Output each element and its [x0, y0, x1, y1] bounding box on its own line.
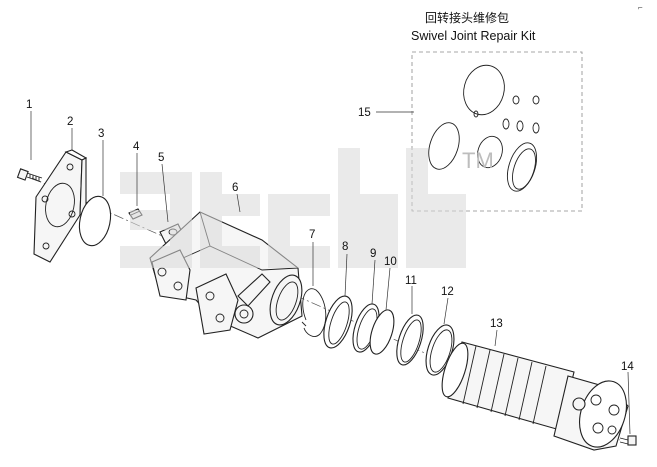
kit-title-chinese: 回转接头维修包 [425, 10, 509, 25]
kit-oring-large [463, 64, 505, 116]
kit-seal-outer [506, 142, 538, 192]
callout-6: 6 [232, 182, 238, 194]
corner-mark: ⌐ [638, 3, 643, 12]
part-gasket [78, 195, 112, 247]
repair-kit-box [411, 51, 583, 212]
callout-5: 5 [158, 152, 164, 164]
callout-9: 9 [370, 248, 376, 260]
callout-14: 14 [621, 361, 634, 373]
kit-oring-medium [428, 122, 460, 170]
part-end-bolt [619, 435, 637, 446]
part-cover-plate [33, 149, 88, 263]
kit-seal-inner [512, 148, 536, 190]
part-ring-8 [323, 295, 353, 349]
callout-numbers: 1 2 3 4 5 6 7 8 9 10 11 12 13 14 15 [26, 99, 634, 373]
callout-13: 13 [490, 318, 503, 330]
part-snap-ring [301, 288, 327, 337]
callout-7: 7 [309, 229, 315, 241]
callout-10: 10 [384, 256, 397, 268]
callout-2: 2 [67, 116, 73, 128]
callout-1: 1 [26, 99, 32, 111]
kit-oring-small [477, 135, 503, 169]
part-rotor-shaft [441, 341, 629, 451]
kit-title-english: Swivel Joint Repair Kit [411, 29, 536, 43]
callout-11: 11 [405, 275, 417, 287]
callout-4: 4 [133, 141, 140, 153]
callout-3: 3 [98, 128, 104, 140]
kit-small-ring [516, 120, 524, 132]
kit-small-ring [532, 122, 540, 134]
callout-12: 12 [441, 286, 454, 298]
callout-8: 8 [342, 241, 348, 253]
kit-small-ring [512, 95, 520, 105]
kit-small-ring [473, 110, 479, 118]
watermark-logo: TM [120, 148, 494, 268]
kit-small-ring [532, 95, 540, 105]
kit-small-ring [502, 118, 510, 130]
part-bolt [16, 168, 43, 183]
part-ring-10 [369, 309, 395, 355]
part-seal-11 [396, 314, 424, 366]
kit-seals-group [428, 64, 540, 192]
callout-15: 15 [358, 107, 371, 119]
leader-lines [30, 111, 631, 435]
watermark-tm: TM [462, 148, 494, 173]
